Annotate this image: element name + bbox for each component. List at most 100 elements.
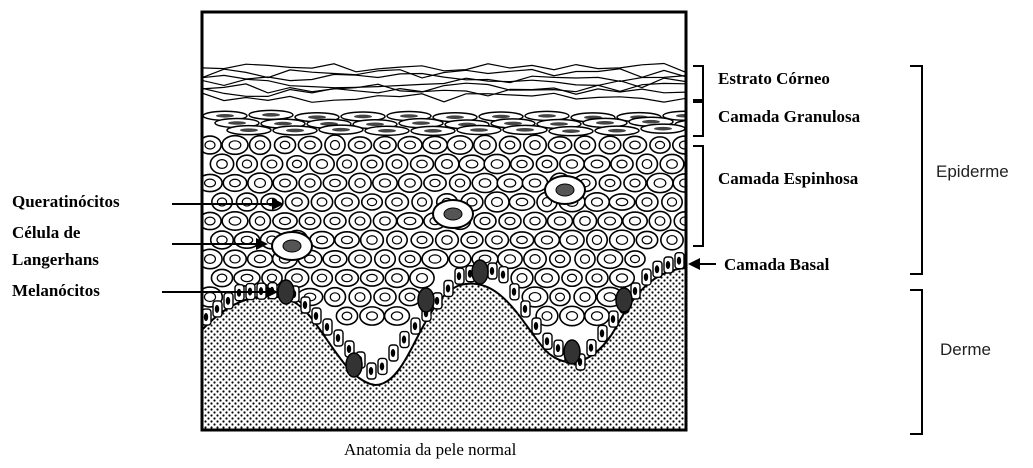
keratinocyte xyxy=(374,137,396,154)
melanocyte xyxy=(418,288,434,312)
label-langerhans-line1: Célula de xyxy=(12,223,80,243)
granular-cell-nucleus xyxy=(492,115,510,119)
keratinocyte xyxy=(624,174,646,191)
granular-cell-nucleus xyxy=(216,114,234,118)
keratinocyte xyxy=(474,135,496,154)
keratinocyte xyxy=(524,212,546,229)
basal-cell-nucleus xyxy=(314,312,318,320)
keratinocyte xyxy=(335,193,359,211)
granular-cell-nucleus xyxy=(228,121,246,125)
granular-cell-nucleus xyxy=(446,115,464,119)
basal-cell-nucleus xyxy=(347,345,351,353)
keratinocyte xyxy=(211,231,234,249)
keratinocyte xyxy=(522,174,547,192)
keratinocyte xyxy=(410,268,434,288)
keratinocyte xyxy=(474,213,496,229)
keratinocyte xyxy=(348,137,371,153)
melanocyte xyxy=(564,340,580,364)
melanocyte xyxy=(616,288,632,312)
basal-cell-nucleus xyxy=(369,367,373,375)
keratinocyte xyxy=(584,155,610,172)
stratum-corneum-lines xyxy=(202,64,686,103)
keratinocyte xyxy=(310,232,334,249)
keratinocyte xyxy=(349,287,371,306)
basal-cell-nucleus xyxy=(435,297,439,305)
keratinocyte xyxy=(398,174,421,192)
langerhans-cell-nucleus xyxy=(444,208,462,220)
melanocyte xyxy=(472,260,488,284)
keratinocyte xyxy=(312,269,333,286)
keratinocyte xyxy=(509,194,534,211)
keratinocyte xyxy=(623,212,647,230)
keratinocyte xyxy=(575,250,595,269)
keratinocyte xyxy=(411,156,434,173)
keratinocyte xyxy=(548,212,573,230)
keratinocyte xyxy=(511,156,533,172)
granular-cell-nucleus xyxy=(412,121,430,125)
granular-cell-nucleus xyxy=(538,114,556,118)
keratinocyte xyxy=(560,155,584,173)
langerhans-cell-nucleus xyxy=(283,240,301,252)
keratinocyte xyxy=(535,231,560,249)
basal-cell-nucleus xyxy=(457,272,461,280)
basal-cell-nucleus xyxy=(413,322,417,330)
keratinocyte xyxy=(550,288,570,305)
keratinocyte xyxy=(224,250,246,268)
granular-cell-nucleus xyxy=(642,120,660,124)
keratinocyte xyxy=(323,175,346,191)
keratinocyte xyxy=(324,213,346,229)
keratinocyte xyxy=(237,193,258,211)
keratinocyte xyxy=(485,192,509,212)
granular-cell-nucleus xyxy=(262,113,280,117)
keratinocyte xyxy=(325,135,345,155)
basal-cell-nucleus xyxy=(677,257,681,265)
basal-cell-nucleus xyxy=(534,322,538,330)
granular-cell-nucleus xyxy=(286,129,304,133)
granular-cell-nucleus xyxy=(596,121,614,125)
keratinocyte xyxy=(385,307,410,325)
keratinocyte xyxy=(299,213,320,229)
granular-cell-nucleus xyxy=(366,122,384,126)
keratinocyte xyxy=(447,136,472,154)
basal-cell-nucleus xyxy=(402,336,406,344)
granular-cell-nucleus xyxy=(400,114,418,118)
basal-arrow xyxy=(688,258,716,270)
keratinocyte xyxy=(337,155,357,173)
keratinocyte xyxy=(285,193,308,211)
keratinocyte xyxy=(611,155,633,172)
keratinocyte xyxy=(248,173,272,193)
keratinocyte xyxy=(412,193,432,211)
keratinocyte xyxy=(361,270,384,286)
keratinocyte xyxy=(660,154,684,173)
corneum-line xyxy=(202,78,686,88)
keratinocyte xyxy=(299,174,321,192)
granular-cell-nucleus xyxy=(378,129,396,133)
keratinocyte xyxy=(212,193,232,211)
keratinocyte xyxy=(598,212,622,229)
keratinocyte xyxy=(574,287,596,306)
granular-cell-nucleus xyxy=(308,115,326,119)
keratinocyte xyxy=(623,136,646,153)
keratinocyte xyxy=(222,136,248,155)
keratinocyte xyxy=(650,137,670,153)
keratinocyte xyxy=(661,230,683,250)
keratinocyte xyxy=(222,212,248,230)
granular-cell-nucleus xyxy=(240,128,258,132)
keratinocyte xyxy=(424,175,446,191)
keratinocyte xyxy=(336,307,357,324)
bracket-spinous xyxy=(693,146,703,246)
keratinocyte xyxy=(311,193,332,211)
label-keratinocytes: Queratinócitos xyxy=(12,192,120,212)
keratinocyte xyxy=(386,193,409,211)
basal-cell-nucleus xyxy=(512,288,516,296)
basal-cell-nucleus xyxy=(655,265,659,273)
basal-cell-nucleus xyxy=(490,267,494,275)
label-basal-layer: Camada Basal xyxy=(724,255,829,275)
keratinocyte xyxy=(573,211,596,231)
keratinocyte xyxy=(399,251,420,267)
keratinocyte xyxy=(250,136,271,155)
keratinocyte xyxy=(386,155,407,174)
keratinocyte xyxy=(261,155,282,173)
keratinocyte xyxy=(560,306,585,325)
keratinocyte xyxy=(397,213,423,229)
